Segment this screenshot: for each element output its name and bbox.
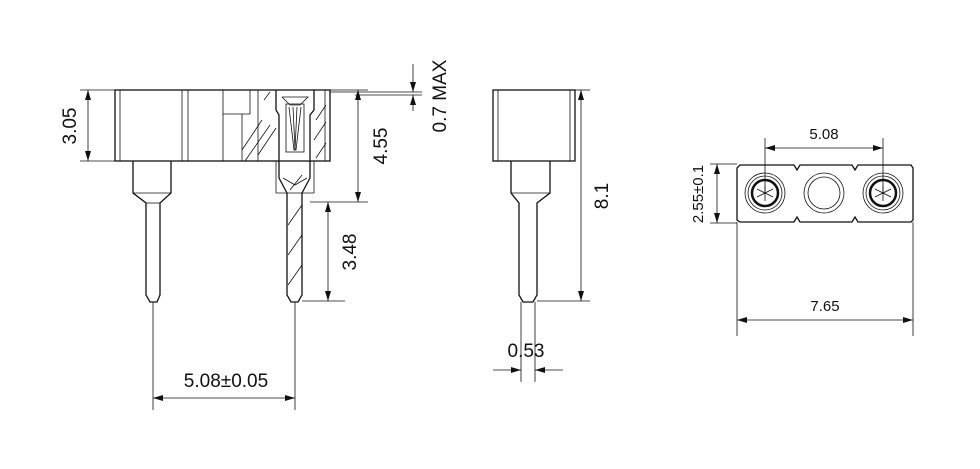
contact-right: [275, 90, 315, 303]
dim-total-height: 4.55: [371, 128, 392, 165]
pin-left: [132, 161, 172, 303]
body-outline: [492, 89, 576, 162]
side-view: 3.05 4.55 3.48 0.7 MAX 5.08±0.05: [60, 59, 451, 410]
hatching: [241, 91, 327, 286]
dim-max: 0.7 MAX: [430, 59, 451, 132]
dim-height: 8.1: [592, 183, 613, 209]
dim-pin-diameter: 0.53: [508, 341, 545, 362]
dim-pin-length: 3.48: [340, 234, 361, 271]
dim-pitch: 5.08±0.05: [184, 371, 268, 392]
body-outline: [114, 89, 331, 162]
end-view: 8.1 0.53: [492, 89, 613, 382]
dim-pitch: 5.08: [809, 126, 838, 143]
body-outline: [736, 164, 914, 223]
dim-length: 7.65: [810, 298, 839, 315]
dim-body-height: 3.05: [60, 108, 81, 145]
top-view: 5.08 2.55±0.1 7.65: [690, 126, 914, 336]
dim-width: 2.55±0.1: [690, 165, 707, 223]
pin: [510, 161, 551, 303]
center-hole: [803, 172, 845, 214]
